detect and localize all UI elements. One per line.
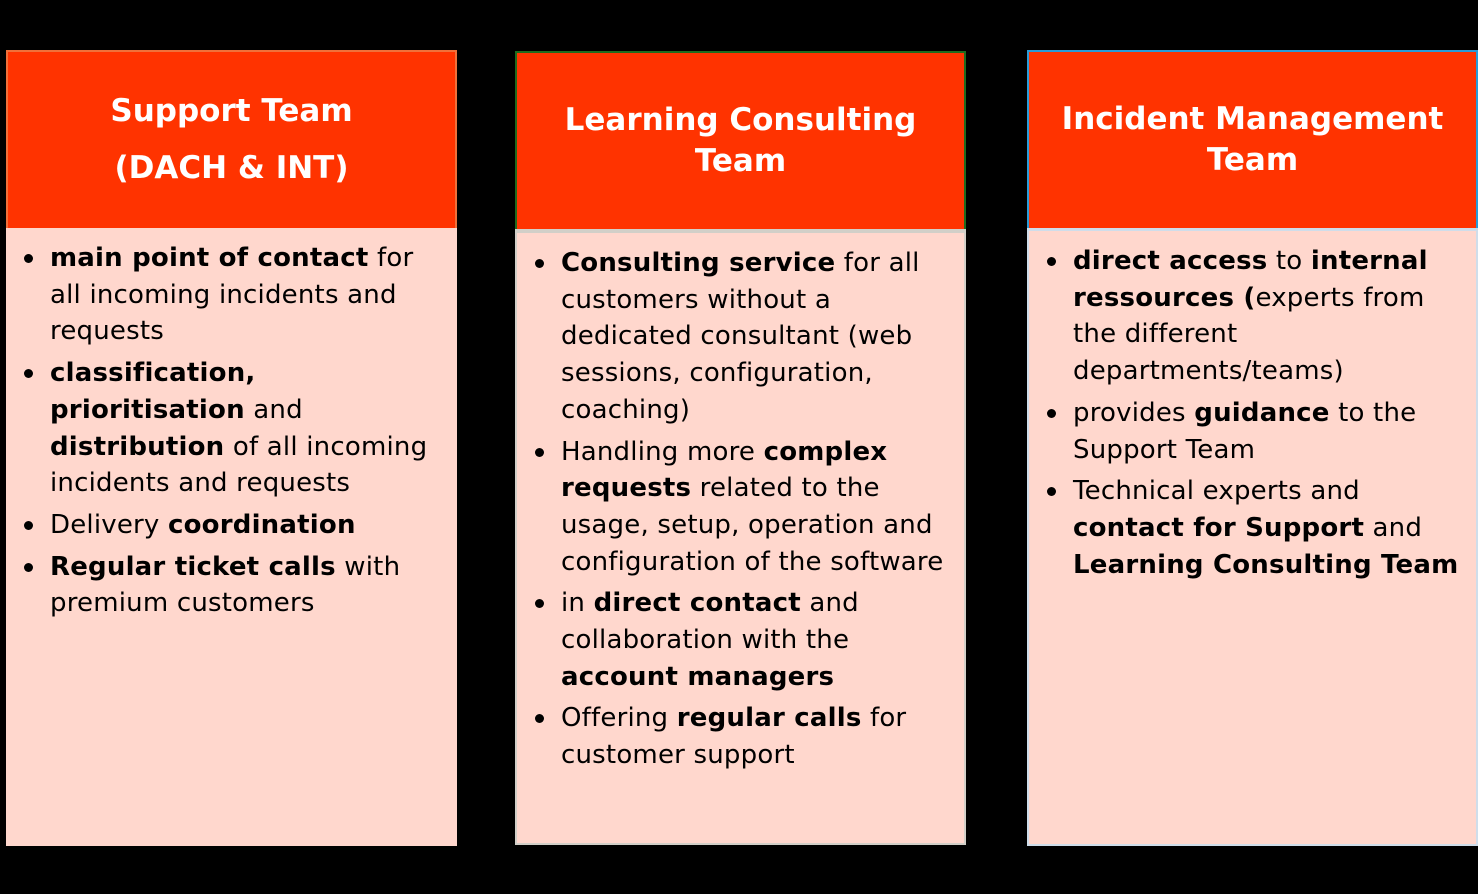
bullet-text: for all customers without a dedicated co… <box>561 248 920 425</box>
bullet-text-bold: main point of contact <box>50 243 369 273</box>
bullet-text: for customer support <box>561 703 907 771</box>
bullet-text: Offering <box>561 703 677 734</box>
incident-management-team-body: direct access to internal ressources (ex… <box>1027 228 1478 846</box>
bullet-text: for all incoming incidents and requests <box>50 243 414 347</box>
support-team-bullets: main point of contact for all incoming i… <box>22 240 445 622</box>
bullet-text-bold: contact for Support <box>1073 512 1365 543</box>
bullet-item: provides guidance to the Support Team <box>1045 395 1464 468</box>
bullet-text-bold: Consulting service <box>561 248 836 278</box>
bullet-item: Offering regular calls for customer supp… <box>533 700 952 773</box>
incident-management-team-title: Incident Management <box>1061 101 1444 137</box>
bullet-item: in direct contact and collaboration with… <box>533 585 952 695</box>
incident-management-team-header: Incident Management Team <box>1027 50 1478 228</box>
bullet-text: and <box>1364 512 1423 543</box>
bullet-item: classification, prioritisation and distr… <box>22 355 445 502</box>
bullet-text-bold: guidance <box>1194 397 1330 428</box>
bullet-text-bold: complex requests <box>561 436 888 504</box>
bullet-text-bold: direct contact <box>593 588 801 619</box>
learning-consulting-team-title: Learning Consulting <box>564 102 917 138</box>
bullet-text-bold: coordination <box>168 509 356 540</box>
bullet-item: Technical experts and contact for Suppor… <box>1045 473 1464 583</box>
bullet-item: Consulting service for all customers wit… <box>533 245 952 429</box>
bullet-item: Handling more complex requests related t… <box>533 434 952 581</box>
bullet-item: main point of contact for all incoming i… <box>22 240 445 350</box>
bullet-text-bold: Regular ticket calls <box>50 551 336 582</box>
learning-consulting-team-header: Learning Consulting Team <box>515 51 966 229</box>
bullet-text: Technical experts and <box>1073 476 1360 507</box>
bullet-text: provides <box>1073 397 1195 428</box>
bullet-text-bold: classification, prioritisation <box>50 358 256 425</box>
support-team-subtitle: (DACH & INT) <box>114 150 349 186</box>
incident-management-team-title-line2: Team <box>1206 142 1299 178</box>
learning-consulting-team-body: Consulting service for all customers wit… <box>515 229 966 845</box>
bullet-text: with premium customers <box>50 551 401 619</box>
bullet-text: and <box>244 394 303 425</box>
bullet-text: experts from the different departments/t… <box>1073 282 1425 387</box>
bullet-item: Delivery coordination <box>22 507 445 544</box>
bullet-text: Handling more <box>561 436 764 467</box>
bullet-text-bold: Learning Consulting Team <box>1073 549 1459 580</box>
bullet-text-bold: account managers <box>561 661 835 692</box>
bullet-text: Delivery <box>50 509 168 540</box>
bullet-text: of all incoming incidents and requests <box>50 431 428 499</box>
bullet-text: related to the usage, setup, operation a… <box>561 473 944 577</box>
bullet-text: to the Support Team <box>1073 397 1417 465</box>
bullet-text: and collaboration with the <box>561 588 859 656</box>
learning-consulting-team-title-line2: Team <box>694 143 787 179</box>
incident-management-team-bullets: direct access to internal ressources (ex… <box>1045 243 1464 583</box>
support-team-column: Support Team (DACH & INT) main point of … <box>6 50 457 846</box>
learning-consulting-team-column: Learning Consulting Team Consulting serv… <box>515 50 966 845</box>
bullet-text-bold: distribution <box>50 431 225 462</box>
bullet-text-bold: direct access <box>1073 246 1268 276</box>
bullet-text: to <box>1267 246 1311 276</box>
bullet-item: Regular ticket calls with premium custom… <box>22 549 445 622</box>
bullet-text-bold: internal ressources ( <box>1073 246 1428 313</box>
bullet-item: direct access to internal ressources (ex… <box>1045 243 1464 390</box>
bullet-text-bold: regular calls <box>676 703 862 734</box>
learning-consulting-team-bullets: Consulting service for all customers wit… <box>533 245 952 774</box>
support-team-title: Support Team <box>110 93 353 129</box>
support-team-body: main point of contact for all incoming i… <box>6 228 457 846</box>
bullet-text: in <box>561 588 594 619</box>
incident-management-team-column: Incident Management Team direct access t… <box>1027 50 1478 846</box>
support-team-header: Support Team (DACH & INT) <box>6 50 457 228</box>
